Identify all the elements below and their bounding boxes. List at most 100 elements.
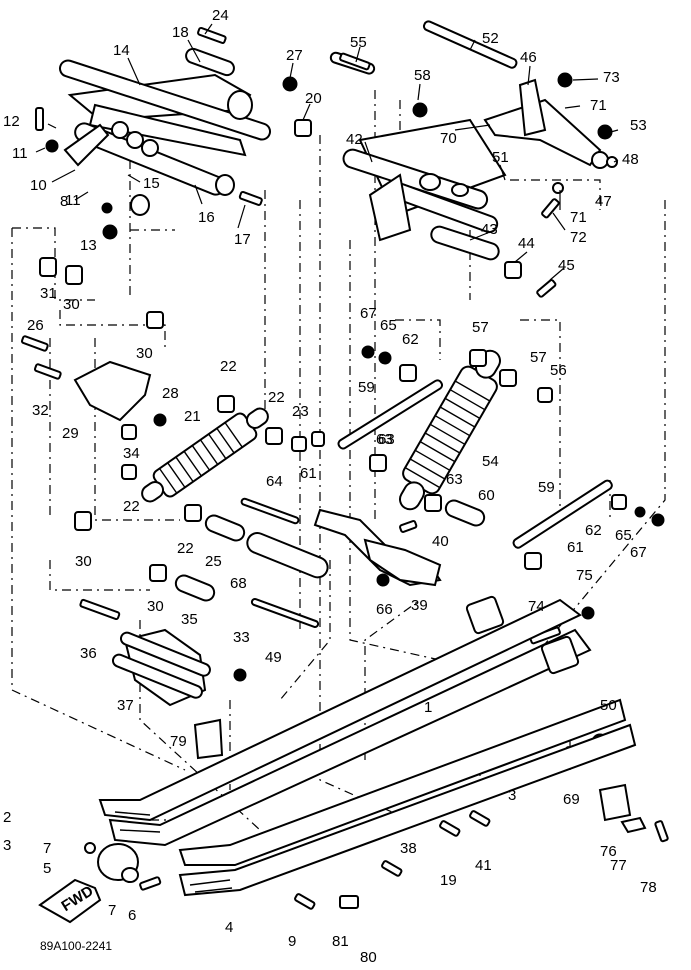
callout-24: 24 <box>212 7 229 24</box>
callout-12: 12 <box>3 113 20 130</box>
callout-27: 27 <box>286 47 303 64</box>
callout-20: 20 <box>305 90 322 107</box>
rear-shock-absorber <box>399 349 501 511</box>
callout-8: 8 <box>60 193 68 210</box>
callout-75: 75 <box>576 567 593 584</box>
callout-7-b: 7 <box>108 902 116 919</box>
callout-19: 19 <box>440 872 457 889</box>
callout-11-b: 11 <box>65 192 81 209</box>
callout-63-a: 63 <box>376 431 393 448</box>
diagram-code-caption: 89A100-2241 <box>40 939 112 953</box>
callout-71-a: 71 <box>590 97 607 114</box>
bolts <box>20 26 669 910</box>
callout-31: 31 <box>40 285 57 302</box>
callout-49: 49 <box>265 649 282 666</box>
callout-18: 18 <box>172 24 189 41</box>
callout-33: 33 <box>233 629 250 646</box>
callout-36: 36 <box>80 645 97 662</box>
callout-70: 70 <box>440 130 457 147</box>
callout-81: 81 <box>332 933 349 950</box>
callout-35: 35 <box>181 611 198 628</box>
callout-66: 66 <box>376 601 393 618</box>
callout-28: 28 <box>162 385 179 402</box>
callout-23: 23 <box>292 403 309 420</box>
callout-9: 9 <box>288 933 296 950</box>
rear-arm-assembly <box>329 20 609 261</box>
callout-80: 80 <box>360 949 377 966</box>
callout-4: 4 <box>225 919 233 936</box>
callout-1-a: 2 <box>3 809 11 826</box>
callout-50: 50 <box>600 697 617 714</box>
callout-37: 37 <box>117 697 134 714</box>
front-direction-arrow: FWD <box>38 878 102 924</box>
callout-78: 78 <box>640 879 657 896</box>
callout-61-a: 61 <box>300 465 317 482</box>
callout-60: 60 <box>478 487 495 504</box>
brackets <box>73 360 442 707</box>
callout-7-a: 7 <box>43 840 51 857</box>
callout-40: 40 <box>432 533 449 550</box>
callout-11-a: 11 <box>12 145 28 162</box>
callout-67-b: 67 <box>630 544 647 561</box>
callout-3-a: 3 <box>3 837 11 854</box>
callout-61-b: 61 <box>567 539 584 556</box>
slide-rails <box>98 595 637 897</box>
callout-57-b: 57 <box>530 349 547 366</box>
callout-21: 21 <box>184 408 201 425</box>
callout-39: 39 <box>411 597 428 614</box>
callout-30-a: 30 <box>63 296 80 313</box>
callout-10: 10 <box>30 177 47 194</box>
front-shock-absorber <box>141 407 269 503</box>
callout-22-d: 22 <box>177 540 194 557</box>
callout-47: 47 <box>595 193 612 210</box>
callout-41: 41 <box>475 857 492 874</box>
callout-26: 26 <box>27 317 44 334</box>
callout-1: 1 <box>424 699 432 716</box>
callout-25: 25 <box>205 553 222 570</box>
callout-79: 79 <box>170 733 187 750</box>
callout-29: 29 <box>62 425 79 442</box>
callout-74: 74 <box>528 598 545 615</box>
callout-45: 45 <box>558 257 575 274</box>
callout-22-b: 22 <box>268 389 285 406</box>
callout-53: 53 <box>630 117 647 134</box>
leader-lines <box>35 23 619 281</box>
callout-15: 15 <box>143 175 160 192</box>
callout-73: 73 <box>603 69 620 86</box>
callout-52: 52 <box>482 30 499 47</box>
callout-16: 16 <box>198 209 215 226</box>
callout-56: 56 <box>550 362 567 379</box>
callout-67-a: 67 <box>360 305 377 322</box>
callout-55: 55 <box>350 34 367 51</box>
callout-30-d: 30 <box>147 598 164 615</box>
callout-63-b: 63 <box>446 471 463 488</box>
callout-63-c: 63 <box>378 431 395 448</box>
callout-13: 13 <box>80 237 97 254</box>
callout-3-b: 3 <box>508 787 516 804</box>
callout-43: 43 <box>481 221 498 238</box>
callout-64: 64 <box>266 473 283 490</box>
callout-5: 5 <box>43 860 51 877</box>
callout-62-b: 62 <box>585 522 602 539</box>
callout-17: 17 <box>234 231 251 248</box>
callout-58: 58 <box>414 67 431 84</box>
callout-6: 6 <box>128 907 136 924</box>
callout-72: 72 <box>570 229 587 246</box>
callout-76: 76 <box>600 843 617 860</box>
callout-30-b: 30 <box>136 345 153 362</box>
callout-34: 34 <box>123 445 140 462</box>
callout-57-a: 57 <box>472 319 489 336</box>
callout-22-c: 22 <box>123 498 140 515</box>
end-parts <box>84 718 647 909</box>
callout-77: 77 <box>610 857 627 874</box>
callout-69: 69 <box>563 791 580 808</box>
callout-65-a: 65 <box>380 317 397 334</box>
callout-65-b: 65 <box>615 527 632 544</box>
callout-44: 44 <box>518 235 535 252</box>
callout-54: 54 <box>482 453 499 470</box>
callout-14: 14 <box>113 42 130 59</box>
callout-62-a: 62 <box>402 331 419 348</box>
callout-48: 48 <box>622 151 639 168</box>
callout-labels: 2 1 3 3 4 5 6 7 7 8 9 10 11 11 12 13 14 … <box>3 7 657 966</box>
